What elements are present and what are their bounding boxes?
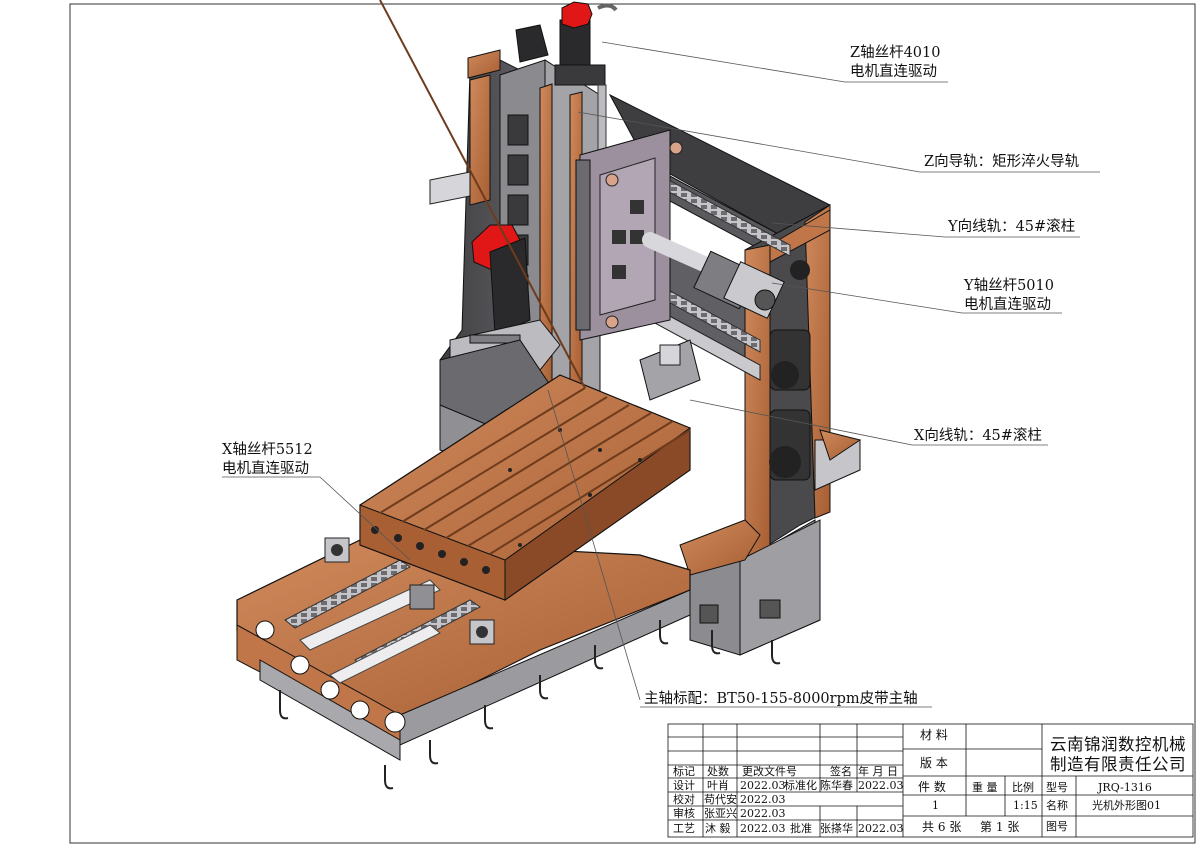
company-name: 云南锦润数控机械 制造有限责任公司 (1050, 735, 1186, 775)
row-review-name: 张亚兴 (704, 807, 737, 820)
callout-z-screw-line1: Z轴丝杆4010 (850, 45, 941, 61)
header-doc: 更改文件号 (742, 765, 797, 778)
row-process-role: 工艺 (673, 822, 695, 835)
row-process-role2: 批准 (790, 822, 812, 835)
callout-z-screw-line2: 电机直连驱动 (850, 64, 937, 80)
company-line1: 云南锦润数控机械 (1050, 735, 1186, 754)
row-process-name: 沐 毅 (705, 822, 731, 835)
y-motor (642, 232, 785, 319)
row-check-role: 校对 (673, 793, 695, 806)
count-value: 1 (932, 799, 939, 812)
sheet-no-prefix: 第 (980, 820, 993, 834)
scale-value: 1:15 (1013, 799, 1038, 812)
row-design-date: 2022.03 (740, 779, 786, 792)
row-design-date2: 2022.03 (858, 779, 904, 792)
callout-x-screw: X轴丝杆5512 电机直连驱动 (222, 441, 313, 479)
weight-label: 重 量 (972, 781, 998, 794)
row-design-name2: 陈华春 (820, 779, 853, 792)
row-process-name2: 张搽华 (820, 822, 853, 835)
y-saddle (575, 129, 683, 341)
work-table (359, 0, 691, 601)
row-review-date: 2022.03 (740, 807, 786, 820)
sheet-no: 1 (995, 820, 1004, 834)
sheet-border (69, 3, 1196, 844)
callout-x-screw-line2: 电机直连驱动 (222, 461, 309, 477)
callout-y-screw-line2: 电机直连驱动 (964, 297, 1051, 313)
row-process-date: 2022.03 (740, 822, 786, 835)
sheet-number: 第 1 张 (980, 820, 1019, 834)
version-label: 版 本 (920, 756, 948, 770)
row-review-role: 审核 (673, 807, 695, 820)
header-date: 年 月 日 (858, 765, 898, 778)
title-block-grid (667, 723, 1194, 838)
header-mark: 标记 (673, 765, 695, 778)
sheets-unit: 张 (949, 820, 962, 834)
model-label: 型号 (1046, 781, 1068, 794)
model-value: JRQ-1316 (1098, 781, 1152, 794)
row-design-role: 设计 (673, 779, 695, 792)
leader-lines (222, 41, 1100, 708)
count-label: 件 数 (918, 780, 946, 794)
name-value: 光机外形图01 (1092, 799, 1161, 812)
callout-x-rail: X向线轨：45#滚柱 (914, 428, 1042, 444)
name-label: 名称 (1046, 799, 1068, 812)
callout-z-guide: Z向导轨：矩形淬火导轨 (924, 154, 1080, 170)
sheets-total: 6 (937, 820, 946, 834)
row-design-name: 叶肖 (707, 779, 729, 792)
header-sign: 签名 (830, 765, 852, 778)
callout-y-screw-line1: Y轴丝杆5010 (964, 278, 1054, 294)
material-label: 材 料 (920, 728, 948, 742)
row-design-role2: 标准化 (784, 779, 817, 792)
scale-label: 比例 (1012, 781, 1034, 794)
sheet-no-unit: 张 (1007, 820, 1020, 834)
row-check-date: 2022.03 (740, 793, 786, 806)
header-qty: 处数 (707, 765, 729, 778)
callout-spindle: 主轴标配：BT50-155-8000rpm皮带主轴 (644, 691, 918, 707)
callout-y-rail: Y向线轨：45#滚柱 (948, 219, 1076, 235)
callout-x-screw-line1: X轴丝杆5512 (222, 442, 313, 458)
company-line2: 制造有限责任公司 (1050, 755, 1186, 774)
callout-y-screw: Y轴丝杆5010 电机直连驱动 (964, 277, 1054, 315)
bed-base (236, 429, 862, 790)
sheets-total-prefix: 共 (922, 820, 935, 834)
row-check-name: 苟代安 (704, 793, 737, 806)
sheet-count: 共 6 张 (922, 820, 961, 834)
callout-z-screw: Z轴丝杆4010 电机直连驱动 (850, 44, 940, 82)
drawing-no-label: 图号 (1046, 820, 1068, 833)
row-process-date2: 2022.03 (858, 822, 904, 835)
